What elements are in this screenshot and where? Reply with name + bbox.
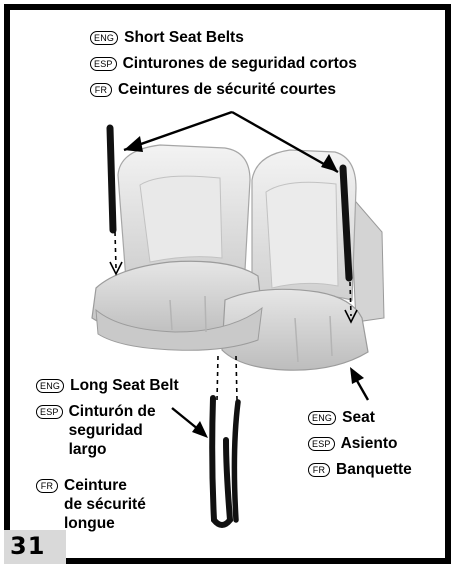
eng-badge: ENG bbox=[36, 378, 65, 393]
page-frame-bottom bbox=[4, 558, 451, 564]
page-number-box: 31 bbox=[4, 530, 66, 564]
seat-cushions bbox=[91, 260, 369, 371]
long-belt-fr: FR Ceinture de sécurité longue bbox=[36, 476, 146, 533]
esp-badge: ESP bbox=[308, 436, 335, 451]
eng-badge: ENG bbox=[90, 30, 119, 45]
short-belts-esp: ESP Cinturones de seguridad cortos bbox=[90, 54, 357, 73]
long-belt-esp-line-3: largo bbox=[68, 441, 107, 458]
short-belts-eng-text: Short Seat Belts bbox=[124, 29, 244, 46]
seat-pointer bbox=[350, 367, 370, 401]
long-belt-eng-text: Long Seat Belt bbox=[70, 377, 179, 394]
seat-back-panel bbox=[349, 193, 385, 323]
short-belts-fr: FR Ceintures de sécurité courtes bbox=[90, 80, 336, 99]
short-belt-right bbox=[339, 164, 358, 324]
long-belt-pointer bbox=[171, 407, 208, 438]
esp-badge: ESP bbox=[90, 56, 117, 71]
long-belt-fr-line-1: Ceinture bbox=[64, 477, 127, 494]
fr-badge: FR bbox=[90, 82, 112, 97]
seat-esp-text: Asiento bbox=[340, 435, 398, 452]
seat-fr: FR Banquette bbox=[308, 460, 412, 479]
page-number: 31 bbox=[10, 532, 46, 560]
seat-fr-text: Banquette bbox=[336, 461, 412, 478]
short-belts-fr-text: Ceintures de sécurité courtes bbox=[118, 81, 336, 98]
long-belt-fr-line-3: longue bbox=[64, 515, 115, 532]
long-belt-esp: ESP Cinturón de seguridad largo bbox=[36, 402, 156, 459]
long-belt-esp-line-1: Cinturón de bbox=[68, 403, 156, 420]
esp-badge: ESP bbox=[36, 405, 63, 419]
fr-badge: FR bbox=[308, 462, 330, 477]
short-belt-left bbox=[106, 124, 123, 276]
fr-badge: FR bbox=[36, 479, 58, 493]
long-belt-fr-line-2: de sécurité bbox=[64, 496, 146, 513]
seat-eng-text: Seat bbox=[342, 409, 375, 426]
seat-esp: ESP Asiento bbox=[308, 434, 397, 453]
short-belts-eng: ENG Short Seat Belts bbox=[90, 28, 244, 47]
short-belts-esp-text: Cinturones de seguridad cortos bbox=[122, 55, 357, 72]
right-seat-backrest bbox=[251, 149, 357, 306]
short-belts-pointers bbox=[123, 110, 339, 174]
long-belt-eng: ENG Long Seat Belt bbox=[36, 376, 179, 395]
page-frame bbox=[4, 4, 451, 564]
eng-badge: ENG bbox=[308, 410, 337, 425]
long-belt-esp-line-2: seguridad bbox=[68, 422, 143, 439]
seat-eng: ENG Seat bbox=[308, 408, 375, 427]
long-belt bbox=[209, 355, 241, 528]
